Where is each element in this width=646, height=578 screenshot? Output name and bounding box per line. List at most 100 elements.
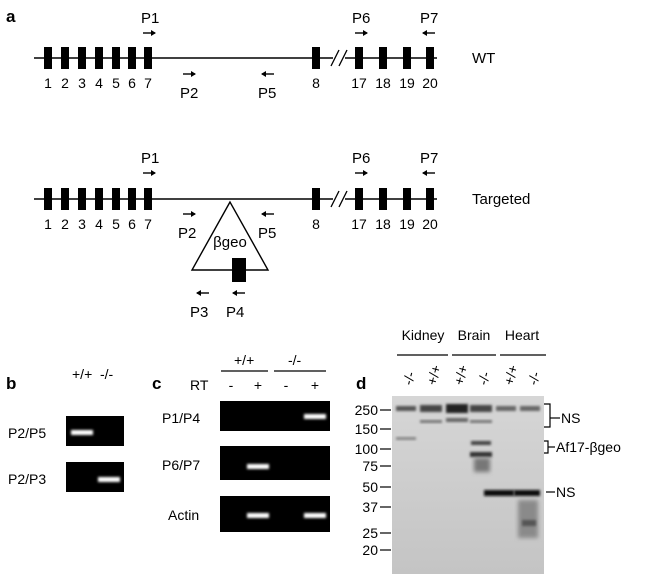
targeted-gene-map: βgeo (34, 188, 437, 282)
wt-gene-map (34, 47, 437, 69)
blot-smear (518, 500, 538, 538)
blot-band (470, 452, 492, 457)
gel-band (98, 477, 120, 482)
primer-label: P7 (420, 10, 438, 27)
blot-band (496, 406, 516, 411)
left-arrow-icon (422, 170, 435, 176)
exon-number: 18 (375, 75, 391, 91)
bracket-mark (544, 440, 549, 454)
exon-number: 8 (312, 216, 320, 232)
beta-geo-label: βgeo (213, 234, 247, 251)
gel-row-label: P2/P3 (8, 471, 46, 487)
primer-label: P6 (352, 150, 370, 167)
right-arrow-icon (355, 170, 368, 176)
blot-membrane (392, 396, 544, 574)
exon-number: 5 (112, 216, 120, 232)
targeted-break-mark (330, 190, 348, 208)
exon-number: 7 (144, 75, 152, 91)
blot-band (514, 490, 540, 496)
targeted-exon (112, 188, 120, 210)
blot-band (420, 420, 442, 423)
gel-c-actin (220, 496, 330, 532)
exon-number: 8 (312, 75, 320, 91)
lane-label: -/- (474, 370, 493, 387)
primer-label: P2 (180, 85, 198, 102)
wt-primers: P1 P2 P5 P6 P7 (141, 10, 438, 102)
exon-number: 6 (128, 216, 136, 232)
gel-row-label: P2/P5 (8, 425, 46, 441)
lane-label: +/+ (500, 363, 521, 387)
left-arrow-icon (232, 290, 245, 296)
wt-exon (95, 47, 103, 69)
exon-number: 1 (44, 216, 52, 232)
wt-exon (426, 47, 434, 69)
panel-a-label: a (6, 7, 16, 26)
lane-label: +/+ (450, 363, 471, 387)
tissue-label: Brain (458, 327, 491, 343)
blot-band (396, 437, 416, 440)
gel-c-p6p7 (220, 446, 330, 480)
band-annotations: NS Af17-βgeo NS (544, 403, 621, 500)
blot-smear (522, 520, 536, 526)
targeted-exon (312, 188, 320, 210)
cassette-block (232, 258, 246, 282)
wt-exon (61, 47, 69, 69)
targeted-exon (44, 188, 52, 210)
wt-exon (44, 47, 52, 69)
targeted-exon (61, 188, 69, 210)
primer-label: P1 (141, 150, 159, 167)
gel-row-label: P1/P4 (162, 410, 200, 426)
primer-label: P1 (141, 10, 159, 27)
band-label: NS (561, 410, 580, 426)
gel-c-p1p4 (220, 401, 330, 431)
targeted-label: Targeted (472, 191, 530, 208)
bracket-mark (544, 403, 551, 428)
right-arrow-icon (183, 211, 196, 217)
gel-b-bottom (66, 462, 124, 492)
targeted-exon (355, 188, 363, 210)
wt-exon-numbers: 1 2 3 4 5 6 7 8 17 18 19 20 (44, 75, 438, 91)
mw-marker: 250 (355, 402, 379, 418)
targeted-exon (95, 188, 103, 210)
blot-band (470, 420, 492, 423)
band-label: NS (556, 484, 575, 500)
wt-exon (128, 47, 136, 69)
mw-marker: 37 (362, 499, 378, 515)
exon-number: 19 (399, 216, 415, 232)
blot-band (446, 404, 468, 413)
mw-markers: 250 150 100 75 50 37 25 20 (355, 402, 391, 558)
rt-sign: - (229, 377, 234, 393)
genotype-label: -/- (100, 366, 114, 382)
wt-break-mark (330, 49, 348, 67)
blot-band (396, 406, 416, 411)
mw-marker: 25 (362, 525, 378, 541)
blot-band (420, 405, 442, 412)
gel-band (304, 414, 326, 419)
targeted-exon (144, 188, 152, 210)
gel-row-label: Actin (168, 507, 199, 523)
blot-band (446, 418, 468, 422)
primer-label: P7 (420, 150, 438, 167)
genotype-label: +/+ (72, 366, 92, 382)
left-arrow-icon (196, 290, 209, 296)
tissue-label: Heart (505, 327, 539, 343)
left-arrow-icon (261, 71, 274, 77)
exon-number: 20 (422, 75, 438, 91)
lane-label: -/- (399, 370, 418, 387)
wt-exon (403, 47, 411, 69)
targeted-exon-numbers: 1 2 3 4 5 6 7 8 17 18 19 20 (44, 216, 438, 232)
exon-number: 6 (128, 75, 136, 91)
right-arrow-icon (143, 30, 156, 36)
primer-label: P5 (258, 225, 276, 242)
wt-label: WT (472, 50, 495, 67)
rt-label: RT (190, 377, 209, 393)
rt-sign: - (284, 377, 289, 393)
right-arrow-icon (355, 30, 368, 36)
wt-exon (312, 47, 320, 69)
targeted-exon (78, 188, 86, 210)
targeted-exon (379, 188, 387, 210)
band-label: Af17-βgeo (556, 439, 621, 455)
gel-band (304, 513, 326, 518)
blot-band (484, 490, 514, 496)
